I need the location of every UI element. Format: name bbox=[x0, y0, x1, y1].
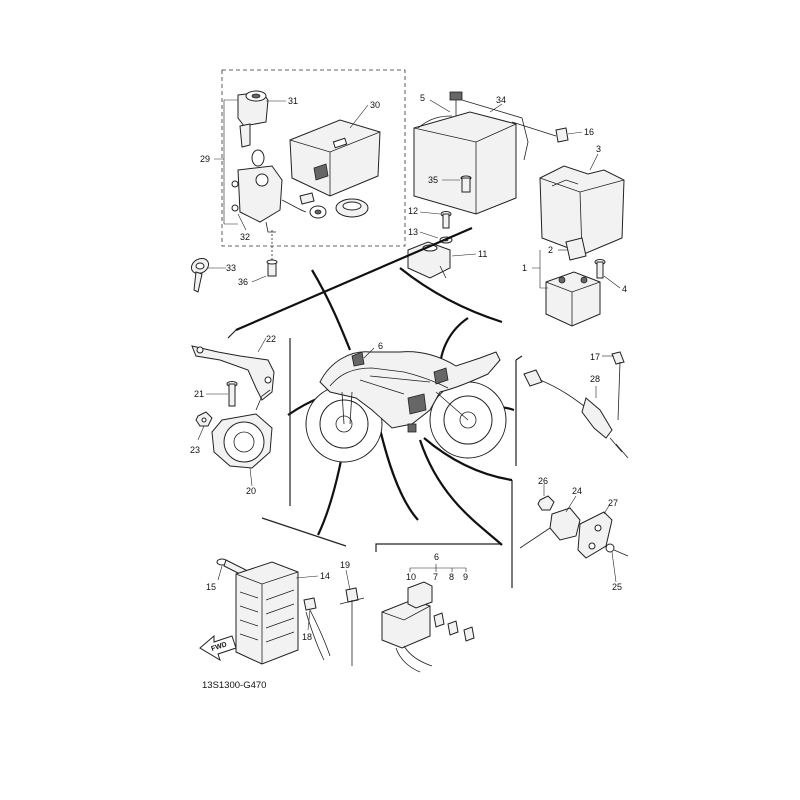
callout-3: 3 bbox=[596, 144, 601, 154]
callout-4: 4 bbox=[622, 284, 627, 294]
callout-6-fuse: 6 bbox=[434, 552, 439, 562]
callout-leaders bbox=[197, 99, 621, 631]
nut-26 bbox=[537, 495, 555, 511]
callout-34: 34 bbox=[496, 95, 506, 105]
bracket-bottom-left bbox=[261, 517, 347, 547]
screw-25 bbox=[605, 543, 629, 557]
callout-25: 25 bbox=[612, 582, 622, 592]
sensor-28 bbox=[523, 369, 629, 459]
leader-bottom-4 bbox=[423, 437, 513, 482]
callout-7: 7 bbox=[433, 572, 438, 582]
callout-21: 21 bbox=[194, 389, 204, 399]
callout-labels: 1 2 3 4 5 6 6 10 7 8 9 11 12 13 14 15 16… bbox=[190, 93, 627, 642]
callout-19: 19 bbox=[340, 560, 350, 570]
callout-15: 15 bbox=[206, 582, 216, 592]
callout-28: 28 bbox=[590, 374, 600, 384]
horn-bracket bbox=[191, 345, 275, 401]
callout-22: 22 bbox=[266, 334, 276, 344]
cable-tie-17 bbox=[611, 351, 625, 421]
fuse-9 bbox=[463, 626, 475, 642]
group6-tree bbox=[409, 564, 467, 572]
fuse-8 bbox=[447, 620, 459, 636]
callout-5: 5 bbox=[420, 93, 425, 103]
callout-26: 26 bbox=[538, 476, 548, 486]
fwd-label: FWD bbox=[210, 641, 227, 653]
lock-assembly bbox=[231, 149, 307, 233]
callout-6-bike: 6 bbox=[378, 341, 383, 351]
ignition-group-box bbox=[221, 69, 406, 247]
callout-36: 36 bbox=[238, 277, 248, 287]
callout-27: 27 bbox=[608, 498, 618, 508]
horn bbox=[211, 389, 273, 469]
key bbox=[190, 257, 210, 293]
main-switch bbox=[237, 90, 269, 148]
fuse-box bbox=[381, 581, 433, 673]
battery bbox=[413, 91, 517, 215]
bolt-4 bbox=[594, 259, 606, 279]
callout-8: 8 bbox=[449, 572, 454, 582]
bracket-left-top bbox=[227, 329, 237, 339]
cable-tie-19 bbox=[339, 587, 365, 666]
callout-29: 29 bbox=[200, 154, 210, 164]
bolt-35 bbox=[460, 175, 472, 193]
callout-9: 9 bbox=[463, 572, 468, 582]
callout-20: 20 bbox=[246, 486, 256, 496]
rectifier-regulator bbox=[235, 561, 299, 665]
callout-13: 13 bbox=[408, 227, 418, 237]
battery-band bbox=[511, 121, 569, 143]
callout-12: 12 bbox=[408, 206, 418, 216]
starter-relay bbox=[545, 237, 601, 327]
callout-23: 23 bbox=[190, 445, 200, 455]
bracket-right-top bbox=[515, 355, 523, 361]
bolt-21 bbox=[226, 381, 238, 407]
callout-33: 33 bbox=[226, 263, 236, 273]
ecu-unit bbox=[289, 119, 381, 197]
bracket-bottom-mid bbox=[375, 543, 500, 552]
leader-top-left bbox=[235, 226, 473, 332]
leader-top-2 bbox=[399, 267, 503, 324]
callout-30: 30 bbox=[370, 100, 380, 110]
leader-bottom-3 bbox=[418, 439, 503, 546]
fwd-arrow: FWD bbox=[199, 634, 237, 662]
callout-14: 14 bbox=[320, 571, 330, 581]
battery-lead bbox=[461, 99, 529, 161]
callout-1: 1 bbox=[522, 263, 527, 273]
callout-16: 16 bbox=[584, 127, 594, 137]
nut-23 bbox=[195, 411, 213, 427]
fuse-7 bbox=[433, 612, 445, 628]
bolt-36 bbox=[266, 230, 278, 277]
leader-top-1 bbox=[311, 269, 352, 351]
callout-32: 32 bbox=[240, 232, 250, 242]
callout-35: 35 bbox=[428, 175, 438, 185]
diagram-code: 13S1300-G470 bbox=[202, 680, 266, 691]
callout-24: 24 bbox=[572, 486, 582, 496]
bolt-12 bbox=[440, 211, 452, 229]
callout-18: 18 bbox=[302, 632, 312, 642]
callout-2: 2 bbox=[548, 245, 553, 255]
callout-11: 11 bbox=[478, 249, 487, 259]
clip-18 bbox=[303, 597, 331, 661]
switch-24 bbox=[519, 507, 581, 549]
callout-31: 31 bbox=[288, 96, 298, 106]
callout-10: 10 bbox=[406, 572, 416, 582]
callout-17: 17 bbox=[590, 352, 600, 362]
ecu-connectors bbox=[299, 192, 369, 219]
motorcycle bbox=[305, 351, 507, 463]
